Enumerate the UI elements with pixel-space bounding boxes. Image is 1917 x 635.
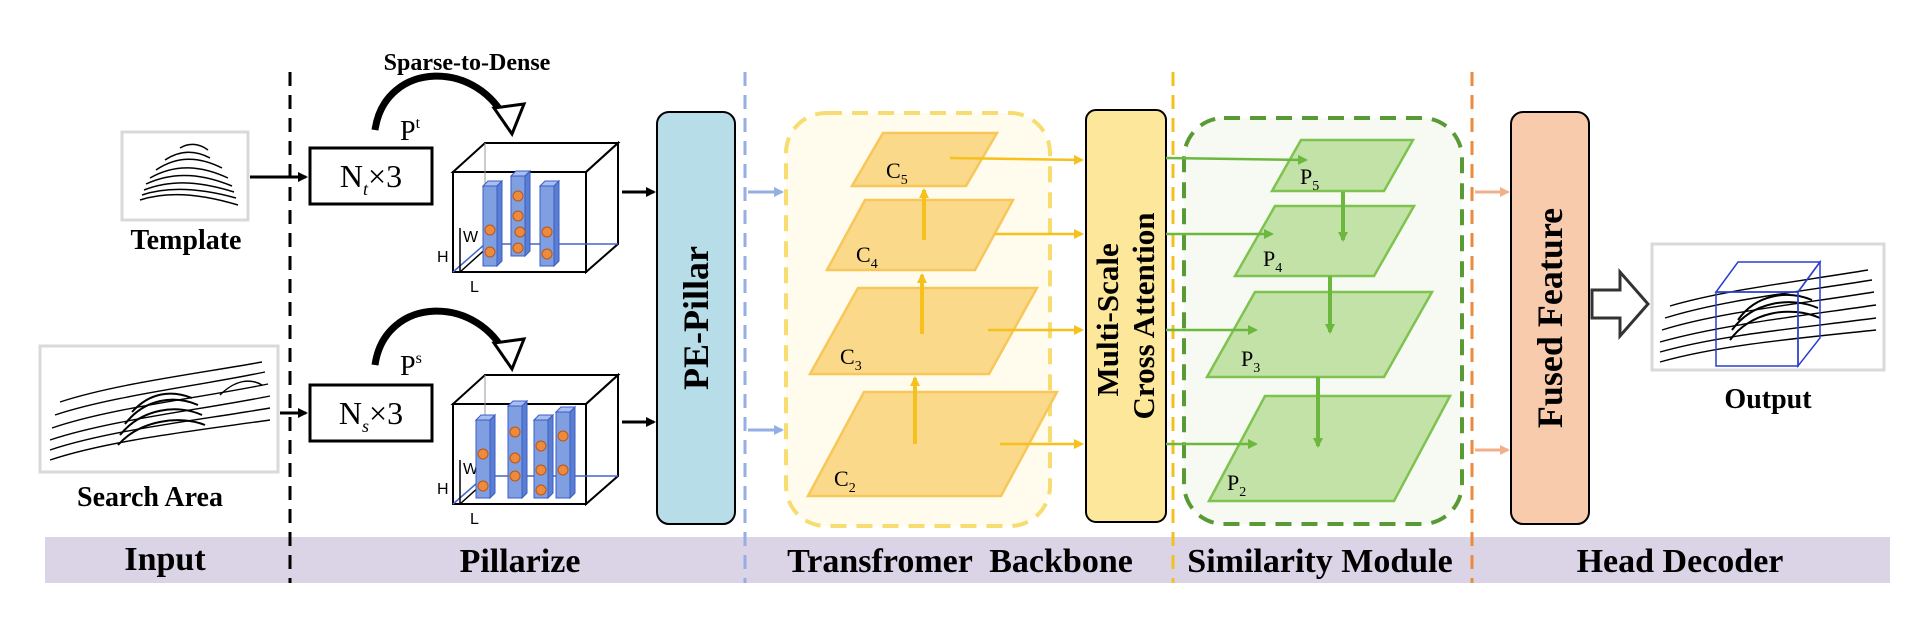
curved-arrow-search bbox=[371, 307, 512, 366]
msca-label: Multi-Scale Cross Attention bbox=[1090, 213, 1161, 420]
msca-block bbox=[1085, 109, 1167, 523]
c4-label: C4 bbox=[856, 242, 878, 272]
pe-pillar-block bbox=[656, 111, 736, 525]
search-area-pointcloud bbox=[38, 344, 280, 474]
c2-label: C2 bbox=[834, 466, 856, 496]
fused-feature-block bbox=[1510, 111, 1590, 525]
output-label: Output bbox=[1724, 384, 1812, 415]
output-arrow-icon bbox=[1590, 268, 1650, 340]
search-area-label: Search Area bbox=[77, 482, 223, 513]
output-pointcloud bbox=[1650, 242, 1886, 372]
fused-feature-label: Fused Feature bbox=[1530, 208, 1570, 428]
p4-label: P4 bbox=[1263, 246, 1282, 276]
arrow-msca-to-p5 bbox=[1165, 154, 1308, 165]
svg-text:W: W bbox=[463, 461, 479, 478]
ns-box bbox=[308, 383, 434, 443]
pt-label: Pt bbox=[400, 115, 421, 147]
svg-text:H: H bbox=[437, 249, 449, 266]
c5-label: C5 bbox=[886, 158, 908, 188]
section-label-similarity: Similarity Module bbox=[1187, 543, 1452, 580]
section-label-head: Head Decoder bbox=[1577, 543, 1784, 580]
p2-label: P2 bbox=[1227, 470, 1246, 500]
p3-label: P3 bbox=[1241, 346, 1260, 376]
template-pointcloud bbox=[120, 130, 250, 222]
ps-label: Ps bbox=[400, 350, 422, 382]
svg-text:W: W bbox=[463, 229, 479, 246]
curved-arrow-template bbox=[371, 72, 512, 131]
plane-p2 bbox=[1206, 394, 1453, 503]
nt-label: Nt×3 bbox=[340, 158, 402, 199]
ns-label: Ns×3 bbox=[339, 395, 403, 436]
plane-c2 bbox=[805, 390, 1060, 498]
plane-p4 bbox=[1232, 204, 1417, 278]
sparse-to-dense-label: Sparse-to-Dense bbox=[384, 50, 551, 76]
p5-label: P5 bbox=[1300, 164, 1319, 194]
nt-box bbox=[308, 146, 434, 206]
pillar-cube-search: H W L bbox=[437, 372, 621, 528]
arrow-c5-to-msca bbox=[949, 154, 1084, 165]
section-band bbox=[45, 537, 1890, 583]
plane-c5 bbox=[849, 131, 1000, 188]
pillar-cube-template: H W L bbox=[437, 140, 621, 296]
c3-label: C3 bbox=[840, 344, 862, 374]
section-label-backbone: Transfromer Backbone bbox=[787, 543, 1133, 580]
svg-text:L: L bbox=[470, 279, 479, 296]
template-label: Template bbox=[131, 225, 242, 256]
section-label-input: Input bbox=[124, 541, 206, 578]
plane-p5 bbox=[1269, 138, 1416, 193]
plane-p3 bbox=[1204, 290, 1435, 379]
plane-c4 bbox=[824, 198, 1016, 272]
pe-pillar-label: PE-Pillar bbox=[676, 246, 716, 390]
section-label-pillarize: Pillarize bbox=[460, 543, 581, 580]
svg-text:H: H bbox=[437, 481, 449, 498]
svg-text:L: L bbox=[470, 511, 479, 528]
